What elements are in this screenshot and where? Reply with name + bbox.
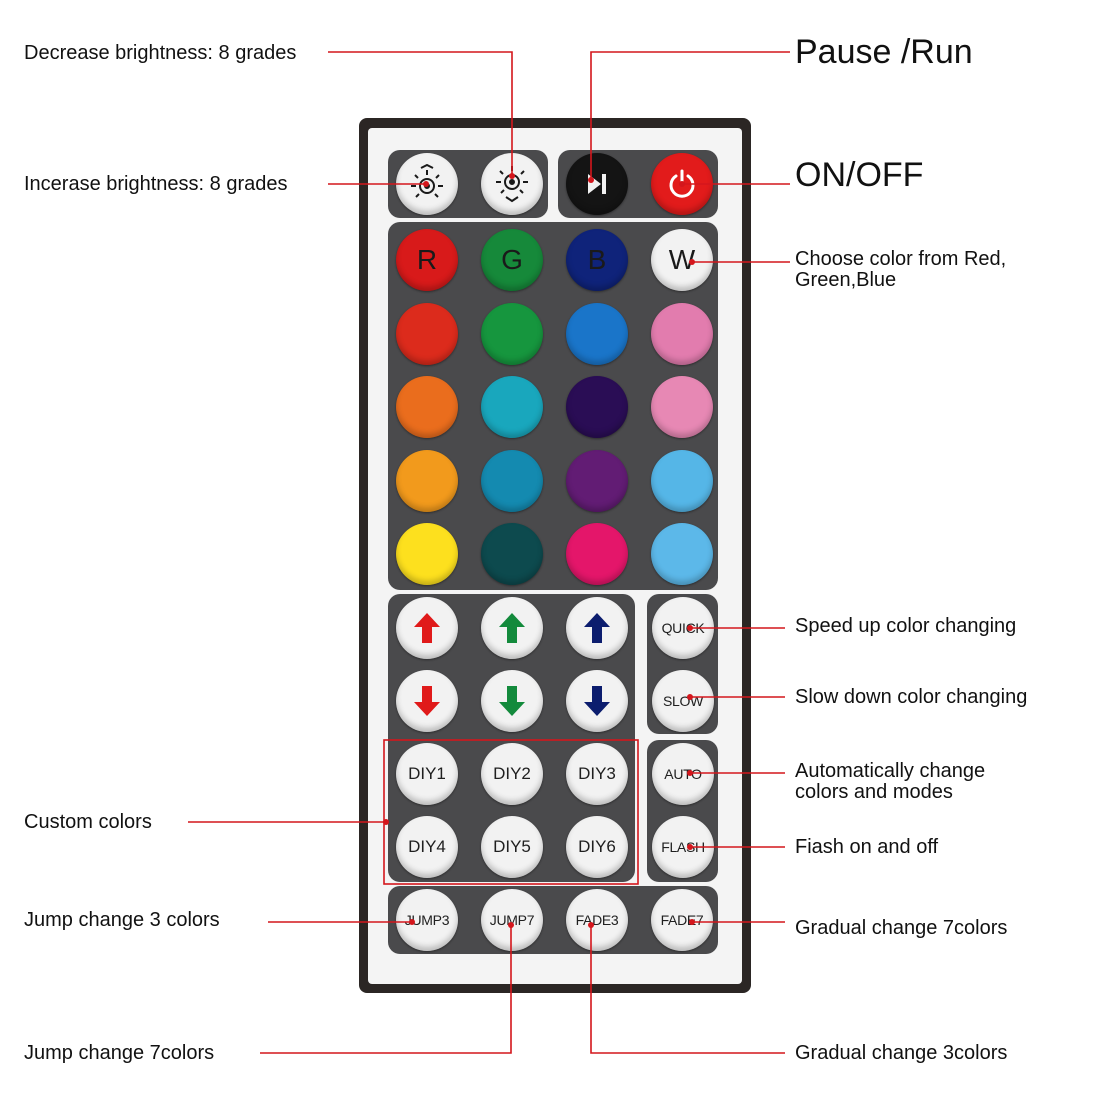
color-button[interactable] [651,303,713,365]
diy2-button[interactable]: DIY2 [481,743,543,805]
color-button[interactable] [566,450,628,512]
label-speed-up: Speed up color changing [795,615,1017,637]
line-jump7 [260,925,512,1054]
dot-increase-brightness [423,181,429,187]
color-button[interactable] [566,523,628,585]
label-flash: Fiash on and off [795,836,939,858]
label-pause-run: Pause /Run [795,33,973,71]
arrow-up-icon [584,613,610,643]
color-button[interactable] [651,450,713,512]
color-button[interactable] [481,303,543,365]
arrow-up-icon [499,613,525,643]
dot-slow-down [687,694,693,700]
label-increase-brightness: Incerase brightness: 8 grades [24,173,288,195]
line-decrease-brightness [328,51,513,176]
color-button[interactable] [396,303,458,365]
green-up-button[interactable] [481,597,543,659]
label-jump7: Jump change 7colors [24,1042,215,1064]
green-button[interactable]: G [481,229,543,291]
color-button[interactable] [481,523,543,585]
flash-button[interactable]: FLASH [652,816,714,878]
diy-highlight-box [383,739,639,885]
auto-button[interactable]: AUTO [652,743,714,805]
arrow-down-icon [499,686,525,716]
dot-speed-up [687,625,693,631]
arrow-up-icon [414,613,440,643]
green-down-button[interactable] [481,670,543,732]
color-button[interactable] [481,450,543,512]
label-slow-down: Slow down color changing [795,686,1028,708]
label-fade3: Gradual change 3colors [795,1042,1008,1064]
dot-jump7 [508,922,514,928]
jump3-button[interactable]: JUMP3 [396,889,458,951]
fade3-button[interactable]: FADE3 [566,889,628,951]
jump7-button[interactable]: JUMP7 [481,889,543,951]
diy5-button[interactable]: DIY5 [481,816,543,878]
label-on-off: ON/OFF [795,156,924,194]
diy3-button[interactable]: DIY3 [566,743,628,805]
dot-custom-colors [383,819,389,825]
blue-button[interactable]: B [566,229,628,291]
label-choose-color: Choose color from Red, Green,Blue [795,248,1007,291]
color-button[interactable] [651,523,713,585]
color-button[interactable] [651,376,713,438]
diy1-button[interactable]: DIY1 [396,743,458,805]
arrow-down-icon [584,686,610,716]
color-button[interactable] [396,523,458,585]
dot-jump3 [409,919,415,925]
blue-up-button[interactable] [566,597,628,659]
label-custom-colors: Custom colors [24,811,152,833]
color-button[interactable] [566,376,628,438]
label-jump3: Jump change 3 colors [24,909,220,931]
line-pause-run [590,51,790,180]
diy4-button[interactable]: DIY4 [396,816,458,878]
dot-choose-color [689,259,695,265]
red-down-button[interactable] [396,670,458,732]
dot-fade3 [588,922,594,928]
diy6-button[interactable]: DIY6 [566,816,628,878]
dot-pause-run [588,177,594,183]
line-fade3 [590,925,785,1054]
dot-fade7 [689,919,695,925]
label-decrease-brightness: Decrease brightness: 8 grades [24,42,297,64]
dot-flash [687,844,693,850]
play-pause-button[interactable] [566,153,628,215]
red-button[interactable]: R [396,229,458,291]
color-button[interactable] [396,450,458,512]
color-button[interactable] [396,376,458,438]
label-fade7: Gradual change 7colors [795,917,1008,939]
blue-down-button[interactable] [566,670,628,732]
dot-auto [687,770,693,776]
red-up-button[interactable] [396,597,458,659]
dot-decrease-brightness [509,173,515,179]
color-button[interactable] [481,376,543,438]
arrow-down-icon [414,686,440,716]
dot-on-off [679,181,685,187]
brightness-down-icon [411,164,443,198]
label-auto-change: Automatically change colors and modes [795,760,986,803]
color-button[interactable] [566,303,628,365]
